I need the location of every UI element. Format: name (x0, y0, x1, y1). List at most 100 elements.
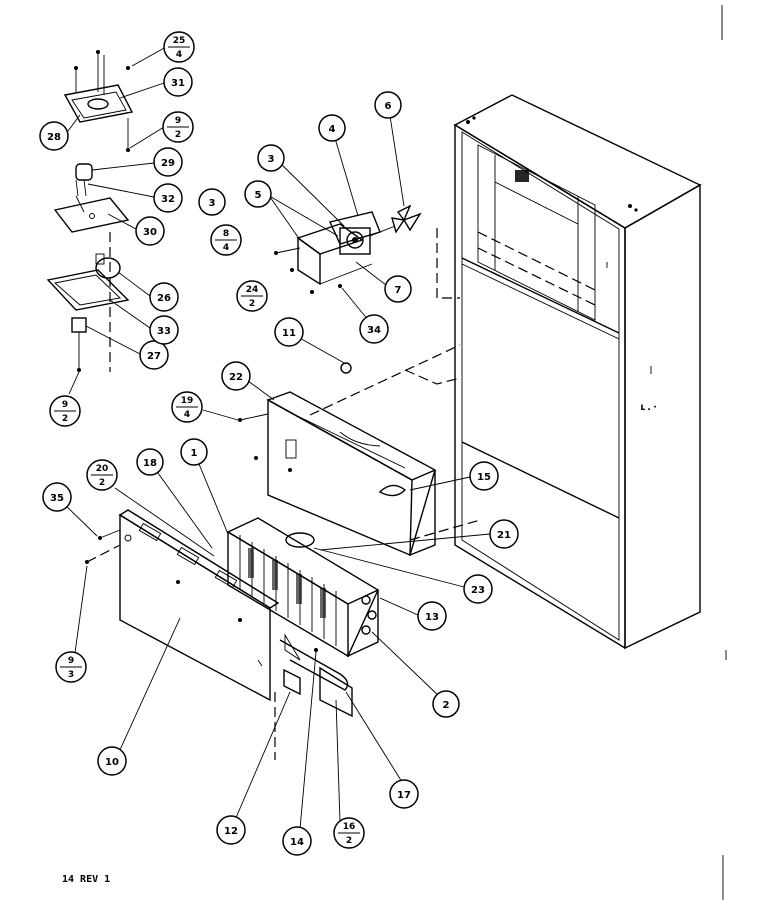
svg-text:32: 32 (161, 194, 175, 205)
svg-text:21: 21 (497, 530, 511, 541)
svg-text:2: 2 (346, 836, 352, 846)
svg-text:3: 3 (209, 198, 216, 209)
svg-text:18: 18 (143, 458, 157, 469)
scan-edge-marks (721, 5, 727, 900)
svg-text:24: 24 (246, 285, 259, 295)
svg-text:9: 9 (68, 656, 74, 666)
callout-18: 18 (136, 448, 164, 476)
callout-28: 28 (39, 121, 69, 151)
evaporator-coil (226, 517, 380, 658)
callout-35: 35 (42, 482, 72, 512)
fraction-callout-20-2: 20 2 (86, 459, 118, 491)
fraction-callout-9-3: 9 3 (55, 651, 87, 683)
svg-text:2: 2 (249, 299, 255, 309)
svg-text:26: 26 (157, 293, 171, 304)
drain-trough (283, 668, 301, 696)
routing-dashes (274, 228, 481, 760)
svg-text:17: 17 (397, 790, 411, 801)
callout-bubbles: 1 2 3 3 4 5 6 7 10 11 12 13 14 15 17 18 … (39, 67, 519, 856)
callout-3: 3 (198, 188, 226, 216)
callout-14: 14 (282, 826, 312, 856)
svg-text:25: 25 (173, 36, 186, 46)
svg-text:2: 2 (443, 700, 450, 711)
svg-text:13: 13 (425, 612, 439, 623)
svg-text:5: 5 (255, 190, 262, 201)
svg-text:35: 35 (50, 493, 64, 504)
svg-text:28: 28 (47, 132, 61, 143)
svg-text:2: 2 (175, 130, 181, 140)
callout-23: 23 (463, 574, 493, 604)
callout-12: 12 (216, 815, 246, 845)
callout-33: 33 (149, 315, 179, 345)
callout-4: 4 (318, 114, 346, 142)
callout-27: 27 (139, 340, 169, 370)
callout-26: 26 (149, 282, 179, 312)
svg-text:15: 15 (477, 472, 491, 483)
callout-34: 34 (359, 314, 389, 344)
svg-text:3: 3 (268, 154, 275, 165)
callout-15: 15 (469, 461, 499, 491)
svg-text:ʟ.·: ʟ.· (640, 402, 658, 413)
svg-text:31: 31 (171, 78, 185, 89)
callout-13: 13 (417, 601, 447, 631)
svg-text:4: 4 (223, 243, 229, 253)
control-panel (53, 195, 130, 233)
svg-text:9: 9 (175, 116, 181, 126)
svg-text:6: 6 (385, 101, 392, 112)
svg-text:2: 2 (99, 478, 105, 488)
callout-17: 17 (389, 779, 419, 809)
svg-text:9: 9 (62, 400, 68, 410)
fraction-callout-16-2: 16 2 (333, 817, 365, 849)
callout-32: 32 (153, 183, 183, 213)
fraction-callout-19-4: 19 4 (171, 391, 203, 423)
lamp-bracket-assembly (63, 50, 134, 152)
svg-text:4: 4 (329, 124, 336, 135)
svg-text:22: 22 (229, 372, 243, 383)
svg-text:3: 3 (68, 670, 74, 680)
svg-text:12: 12 (224, 826, 238, 837)
svg-text:33: 33 (157, 326, 171, 337)
callout-30: 30 (135, 216, 165, 246)
lamp-socket (75, 163, 93, 197)
fraction-callout-8-4: 8 4 (210, 224, 242, 256)
grommet (340, 362, 352, 374)
svg-text:29: 29 (161, 158, 175, 169)
evaporator-front-cover (85, 509, 280, 702)
svg-text:4: 4 (184, 410, 190, 420)
switch (71, 317, 87, 372)
evaporator-back-cover (238, 391, 437, 557)
callout-7: 7 (384, 275, 412, 303)
svg-text:10: 10 (105, 757, 119, 768)
callout-11: 11 (274, 317, 304, 347)
defrost-heater (279, 633, 353, 718)
fraction-callouts: 25 4 9 2 8 4 24 2 9 2 (49, 31, 365, 849)
svg-text:27: 27 (147, 351, 161, 362)
svg-text:30: 30 (143, 227, 157, 238)
callout-10: 10 (97, 746, 127, 776)
svg-text:4: 4 (176, 50, 182, 60)
callout-5: 5 (244, 180, 272, 208)
callout-21: 21 (489, 519, 519, 549)
svg-text:14: 14 (290, 837, 304, 848)
fraction-callout-9-2: 9 2 (162, 111, 194, 143)
svg-text:19: 19 (181, 396, 194, 406)
svg-text:34: 34 (367, 325, 381, 336)
fraction-callout-25-4: 25 4 (163, 31, 195, 63)
svg-text:20: 20 (96, 464, 109, 474)
callout-29: 29 (153, 147, 183, 177)
svg-text:11: 11 (282, 328, 296, 339)
fraction-callout-9-2: 9 2 (49, 395, 81, 427)
svg-text:8: 8 (223, 229, 229, 239)
drawing-code: 14 REV 1 (62, 874, 110, 885)
svg-text:2: 2 (62, 414, 68, 424)
callout-6: 6 (374, 91, 402, 119)
svg-text:1: 1 (191, 448, 198, 459)
callout-1: 1 (180, 438, 208, 466)
svg-text:7: 7 (395, 285, 402, 296)
cover-plate (46, 232, 130, 372)
svg-text:16: 16 (343, 822, 356, 832)
callout-22: 22 (221, 361, 251, 391)
callout-31: 31 (163, 67, 193, 97)
fraction-callout-24-2: 24 2 (236, 280, 268, 312)
